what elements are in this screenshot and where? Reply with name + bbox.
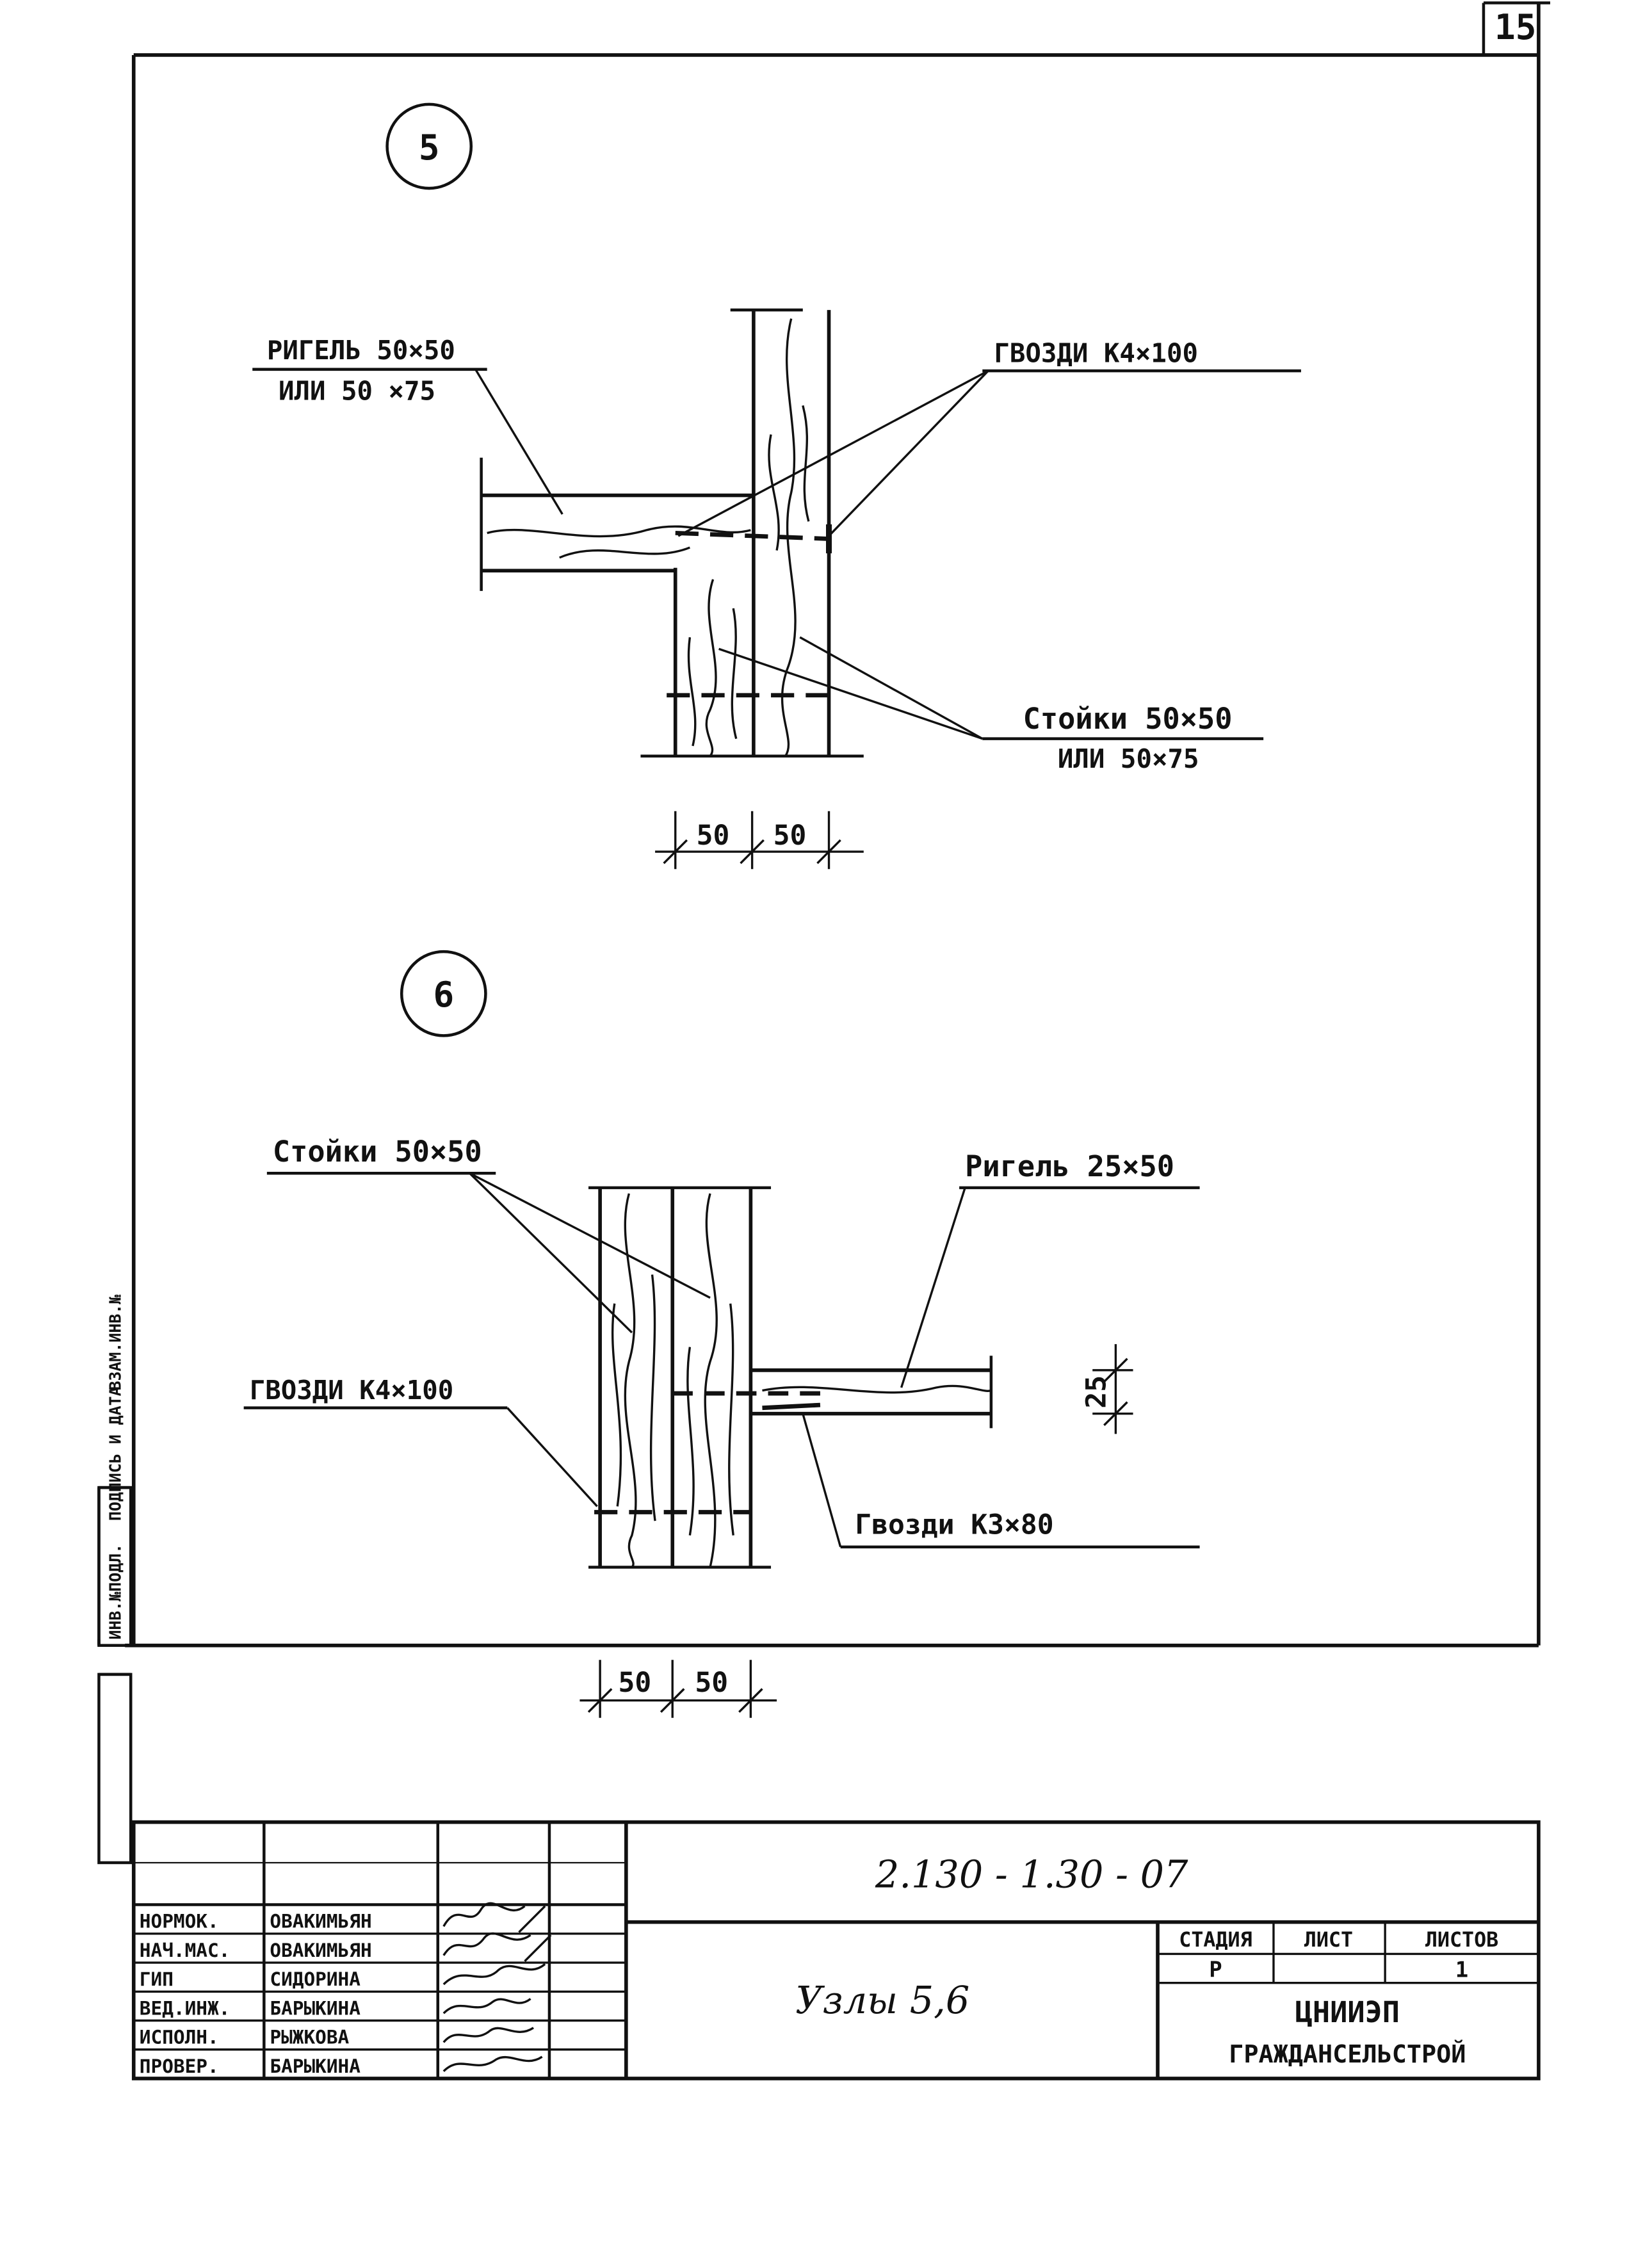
- detail-5-marker-number: 5: [419, 127, 440, 168]
- detail-6-height-dimension: [1092, 1344, 1133, 1434]
- role-label: НАЧ.МАС.: [140, 1940, 231, 1961]
- title-block: [131, 1820, 1541, 2080]
- sheet-frame: [125, 1, 1551, 1648]
- detail-5-rigel: [480, 457, 754, 591]
- detail-5-marker: [385, 102, 473, 190]
- detail-5-leaders: [252, 368, 1301, 740]
- detail-6-nails-k4-label: ГВОЗДИ К4×100: [250, 1375, 454, 1406]
- detail-5-rigel-label: РИГЕЛЬ 50×50: [267, 335, 455, 366]
- side-stamp-inv-no: ИНВ.№ПОДЛ.: [106, 1544, 124, 1640]
- stage-header: СТАДИЯ: [1179, 1929, 1252, 1952]
- side-stamp: [97, 1486, 133, 1865]
- role-name: БАРЫКИНА: [270, 2055, 360, 2077]
- detail-6: 6: [243, 950, 1200, 1718]
- sheet-number: 15: [1494, 7, 1536, 47]
- detail-5: 5: [252, 102, 1301, 870]
- detail-6-height-dim: 25: [1081, 1375, 1113, 1409]
- sheet-header: ЛИСТ: [1304, 1929, 1353, 1952]
- sheets-header: ЛИСТОВ: [1425, 1929, 1498, 1952]
- detail-6-nails-k3-label: Гвозди К3×80: [855, 1509, 1053, 1541]
- detail-5-dim-left: 50: [697, 820, 730, 852]
- detail-5-posts-label: Стойки 50×50: [1023, 702, 1233, 736]
- roles-table: НОРМОК. ОВАКИМЬЯН НАЧ.МАС. ОВАКИМЬЯН ГИП…: [140, 1911, 372, 2077]
- detail-6-dim-right: 50: [695, 1667, 728, 1699]
- role-label: НОРМОК.: [140, 1911, 219, 1933]
- detail-6-leaders: [243, 1171, 1200, 1549]
- detail-6-posts: [588, 1186, 772, 1569]
- detail-5-nails: [667, 524, 832, 698]
- sheets-value: 1: [1455, 1958, 1468, 1983]
- role-name: ОВАКИМЬЯН: [270, 1940, 371, 1961]
- detail-6-marker-number: 6: [433, 975, 454, 1015]
- detail-6-nails: [594, 1391, 821, 1514]
- detail-5-nails-label: ГВОЗДИ К4×100: [994, 338, 1198, 369]
- detail-6-rigel-label: Ригель 25×50: [965, 1149, 1174, 1183]
- detail-5-rigel-label-alt: ИЛИ 50 ×75: [279, 375, 435, 406]
- detail-6-marker: [400, 950, 487, 1037]
- detail-6-posts-label: Стойки 50×50: [273, 1135, 482, 1169]
- org-name-line1: ЦНИИЭП: [1295, 1995, 1400, 2029]
- org-name-line2: ГРАЖДАНСЕЛЬСТРОЙ: [1229, 2039, 1466, 2069]
- role-label: ИСПОЛН.: [140, 2027, 219, 2048]
- role-label: ГИП: [140, 1968, 174, 1990]
- role-name: ОВАКИМЬЯН: [270, 1911, 371, 1933]
- detail-6-dim-left: 50: [619, 1667, 652, 1699]
- stage-value: Р: [1209, 1958, 1222, 1983]
- detail-6-rigel: [750, 1356, 993, 1429]
- role-name: БАРЫКИНА: [270, 1997, 360, 2019]
- role-name: РЫЖКОВА: [270, 2027, 349, 2048]
- role-label: ПРОВЕР.: [140, 2055, 219, 2077]
- doc-code: 2.130 - 1.30 - 07: [875, 1852, 1188, 1896]
- detail-5-posts-label-alt: ИЛИ 50×75: [1058, 743, 1199, 774]
- signatures: [442, 1902, 552, 2072]
- role-name: СИДОРИНА: [270, 1968, 360, 1990]
- detail-5-dimension: [655, 811, 864, 870]
- side-stamp-replace-inv: ВЗАМ.ИНВ.№: [106, 1295, 124, 1391]
- side-stamp-signature: ПОДПИСЬ И ДАТА: [106, 1386, 124, 1521]
- role-label: ВЕД.ИНЖ.: [140, 1997, 231, 2019]
- detail-6-dimension: [579, 1660, 777, 1718]
- detail-5-dim-right: 50: [773, 820, 807, 852]
- drawing-title: Узлы 5,6: [795, 1978, 969, 2022]
